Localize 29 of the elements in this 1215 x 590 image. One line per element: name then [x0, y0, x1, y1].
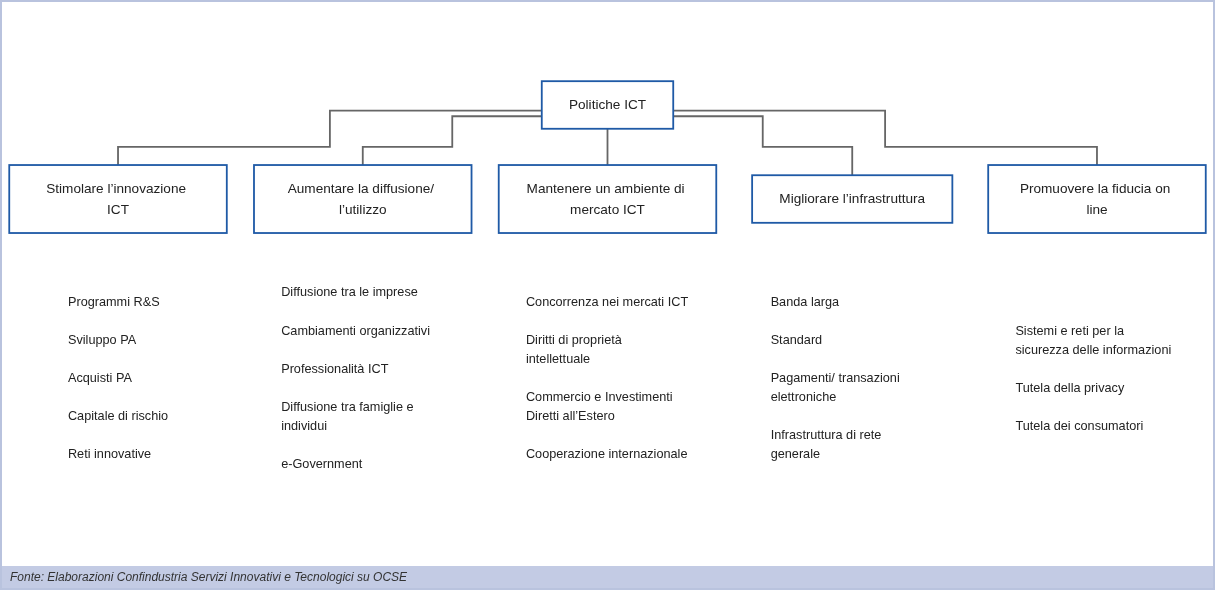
node-label: Programmi R&S — [67, 294, 160, 309]
node-box: Promuovere la fiducia on line — [987, 164, 1207, 234]
node-label: Diffusione tra le imprese — [281, 284, 418, 300]
node-box: Politiche ICT — [540, 80, 675, 130]
node-label: Reti innovative — [67, 446, 152, 461]
node-label: Diritti di proprietà intellettuale — [525, 332, 622, 366]
node-label: Cooperazione internazionale — [525, 446, 688, 461]
node-label: Concorrenza nei mercati ICT — [525, 294, 689, 309]
node-box: Aumentare la diffusione/ l’utilizzo — [253, 164, 473, 234]
node-label: Professionalità ICT — [281, 360, 389, 376]
node-label: Cambiamenti organizzativi — [281, 322, 431, 338]
node-box: Mantenere un ambiente di mercato ICT — [497, 164, 718, 234]
node-label: Commercio e Investimenti Diretti all’Estero — [525, 389, 673, 423]
node-label: Sviluppo PA — [67, 332, 137, 347]
node-label: Capitale di rischio — [67, 408, 169, 423]
node-label: Acquisti PA — [67, 370, 132, 385]
node-label: Tutela dei consumatori — [1015, 417, 1144, 433]
node-label: Pagamenti/ transazioni elettroniche — [770, 370, 900, 404]
node-box: Migliorare l’infrastruttura — [751, 174, 954, 224]
node-label: Infrastruttura di rete generale — [770, 427, 882, 461]
node-label: Standard — [770, 332, 823, 347]
node-box: Stimolare l’innovazione ICT — [8, 164, 228, 234]
source-caption: Fonte: Elaborazioni Confindustria Servizi Innovativi e Tecnologici su OCSE — [2, 566, 1213, 588]
node-label: Tutela della privacy — [1015, 379, 1125, 395]
node-label: Banda larga — [770, 294, 840, 309]
node-label: e-Government — [281, 456, 363, 471]
connector — [606, 127, 609, 166]
node-label: Sistemi e reti per la sicurezza delle informazioni — [1015, 322, 1172, 357]
node-label: Diffusione tra famiglie e individui — [281, 398, 414, 433]
